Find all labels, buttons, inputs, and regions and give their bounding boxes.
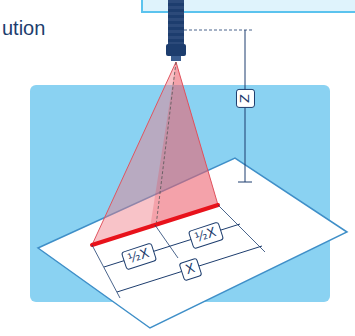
laser-fan-shade	[150, 62, 218, 228]
dimension-label: Z	[236, 89, 255, 108]
sensor-lens	[171, 56, 181, 61]
extension-line	[184, 30, 252, 31]
center-line	[156, 62, 176, 226]
extension-line	[92, 245, 120, 298]
sensor-head	[166, 44, 186, 56]
laser-fan	[92, 62, 218, 245]
heading-fragment: ution	[2, 17, 45, 40]
dimension-tick	[238, 182, 252, 183]
extension-line	[155, 225, 178, 258]
